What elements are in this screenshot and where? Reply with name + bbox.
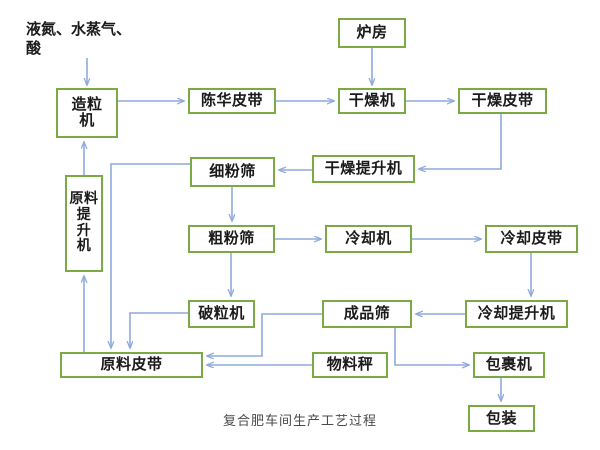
input-materials-label: 液氮、水蒸气、 酸 — [26, 20, 132, 57]
node-chenhuapidai[interactable]: 陈华皮带 — [188, 88, 276, 114]
node-yuanliaopidai[interactable]: 原料皮带 — [60, 352, 203, 378]
node-baoguoji[interactable]: 包裹机 — [473, 352, 545, 378]
node-cufenshai[interactable]: 粗粉筛 — [188, 225, 275, 253]
node-wuliaocheng[interactable]: 物料秤 — [312, 352, 388, 378]
edge-xifenshai-to-yuanliaopidai — [111, 163, 190, 348]
node-ganzaoji[interactable]: 干燥机 — [338, 88, 406, 114]
node-baozhuang[interactable]: 包装 — [468, 405, 535, 432]
node-zaoliji[interactable]: 造粒 机 — [56, 88, 118, 138]
node-lengqueji[interactable]: 冷却机 — [325, 225, 412, 253]
node-ganzaopidai[interactable]: 干燥皮带 — [458, 88, 547, 114]
edge-poliji-to-yuanliaopidai — [130, 312, 188, 348]
node-xifenshai[interactable]: 细粉筛 — [190, 157, 275, 187]
diagram-caption: 复合肥车间生产工艺过程 — [222, 414, 377, 429]
node-yuanliaotisheng[interactable]: 原料 提 升 机 — [65, 175, 103, 272]
edge-chengpinshai-to-baoguoji — [394, 328, 469, 365]
node-chengpinshai[interactable]: 成品筛 — [322, 300, 412, 328]
edge-ganzaopidai-to-ganzaotisheng — [419, 114, 502, 169]
node-ganzaotisheng[interactable]: 干燥提升机 — [312, 155, 415, 183]
node-lengquetisheng[interactable]: 冷却提升机 — [465, 300, 568, 328]
node-lengquepidai[interactable]: 冷却皮带 — [485, 225, 578, 253]
node-poliji[interactable]: 破粒机 — [188, 300, 255, 328]
node-lufang[interactable]: 炉房 — [338, 18, 406, 48]
